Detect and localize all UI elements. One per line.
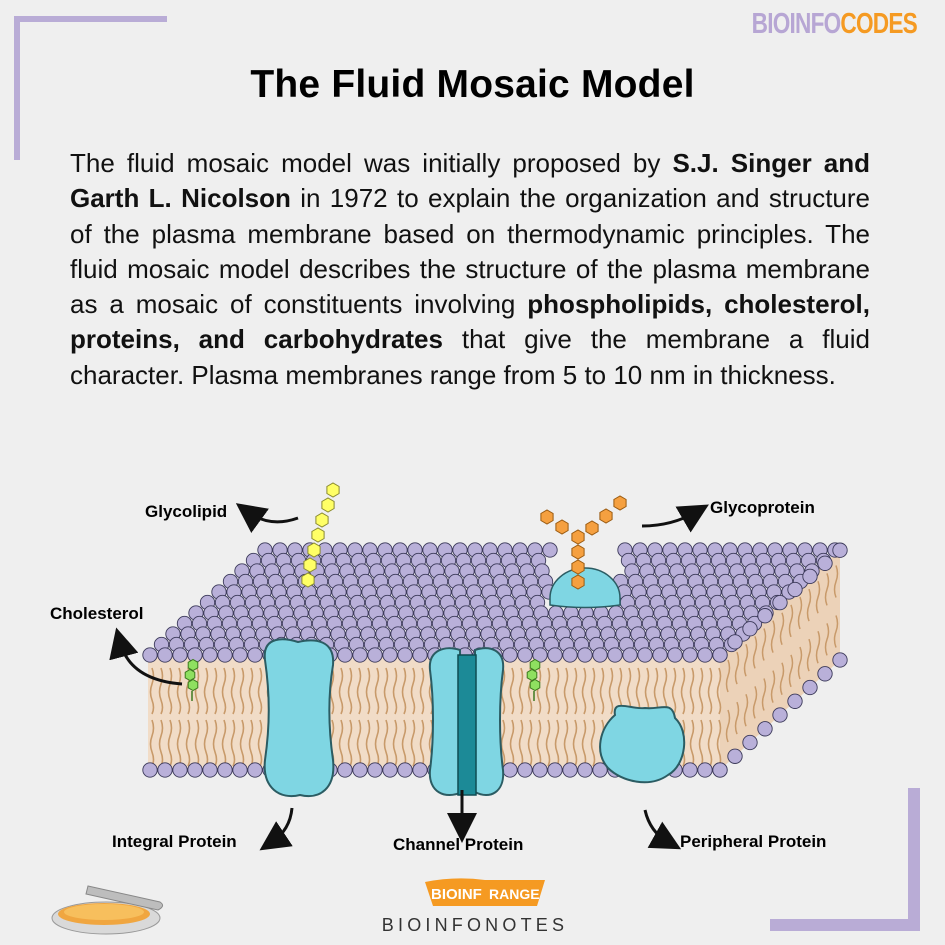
arrow-glycolipid <box>235 503 299 533</box>
cholesterol-molecule <box>184 658 199 701</box>
label-cholesterol: Cholesterol <box>50 604 144 623</box>
channel-protein <box>428 647 505 797</box>
label-glycolipid: Glycolipid <box>145 502 228 521</box>
intro-paragraph: The fluid mosaic model was initially pro… <box>70 146 870 393</box>
intro-text-1: The fluid mosaic model was initially pro… <box>70 148 673 178</box>
intro-text-2: in 1972 to explain the organization and … <box>70 183 871 320</box>
membrane-illustration <box>109 482 848 851</box>
footer-logo: BIOINF RANGE <box>425 878 545 906</box>
lipid-core-side <box>720 550 840 770</box>
footer-logo-part-1: BIOINF <box>431 886 482 903</box>
footer-logo-part-2: RANGE <box>489 886 540 902</box>
brand-logo: BIOINFOCODES <box>751 8 918 41</box>
page-title: The Fluid Mosaic Model <box>250 63 695 106</box>
corner-decoration-bottom-right <box>770 788 920 931</box>
glycoprotein-chain <box>540 495 627 590</box>
integral-protein <box>263 638 335 798</box>
label-glycoprotein: Glycoprotein <box>710 498 815 517</box>
glycoprotein <box>540 495 627 609</box>
cholesterol-molecule-2 <box>526 658 541 701</box>
arrow-peripheral <box>643 809 682 850</box>
brand-part-2: CODES <box>840 8 917 40</box>
intro-authors: S.J. Singer and Garth L. Nicolson <box>70 148 870 214</box>
membrane-diagram: Glycolipid Glycoprotein Cholesterol Inte… <box>0 470 945 870</box>
label-integral-protein: Integral Protein <box>112 832 237 851</box>
peripheral-protein <box>599 704 686 784</box>
petri-dish-illustration <box>51 885 164 935</box>
intro-text-3: that give the membrane a fluid character… <box>70 324 870 390</box>
label-channel-protein: Channel Protein <box>393 835 524 854</box>
arrow-glycoprotein <box>641 504 709 533</box>
arrow-integral <box>259 807 294 851</box>
glycolipid-chain <box>301 482 340 588</box>
label-peripheral-protein: Peripheral Protein <box>680 832 827 851</box>
arrow-cholesterol <box>109 627 183 686</box>
intro-constituents: phospholipids, cholesterol, proteins, an… <box>70 289 871 355</box>
brand-part-1: BIOINFO <box>751 8 842 40</box>
footer-brand-text: BIOINFONOTES <box>381 915 569 935</box>
